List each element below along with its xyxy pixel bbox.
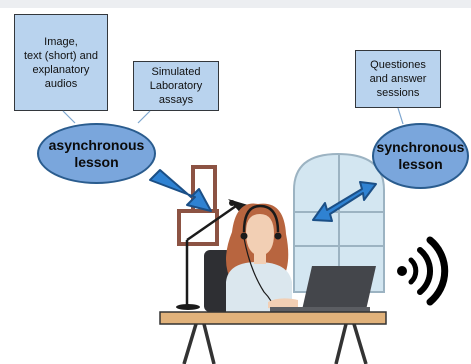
headphones: [242, 204, 280, 233]
laptop: [270, 266, 376, 312]
face: [246, 214, 274, 256]
arrow-sync-double: [312, 181, 377, 222]
async-lesson-oval: asynchronous lesson: [37, 123, 156, 184]
desk-lamp: [176, 199, 248, 310]
desk: [159, 311, 387, 364]
neck: [254, 253, 266, 264]
sound-waves-icon: [397, 236, 449, 306]
qa-sessions-box: Questiones and answer sessions: [355, 50, 441, 108]
sync-lesson-oval: synchronous lesson: [372, 123, 469, 189]
wall-frame-bottom: [177, 209, 219, 246]
media-content-box: Image, text (short) and explanatory audi…: [14, 14, 108, 111]
lab-assays-box: Simulated Laboratory assays: [133, 61, 219, 111]
connector-lines: [62, 107, 404, 125]
top-strip: [0, 0, 471, 8]
connector-lab-async: [137, 110, 151, 124]
woman: [226, 203, 298, 313]
connector-qa-sync: [397, 107, 404, 125]
chair: [204, 250, 232, 312]
arrow-to-async: [149, 169, 212, 212]
connector-media-async: [62, 110, 76, 124]
hand: [268, 298, 298, 309]
